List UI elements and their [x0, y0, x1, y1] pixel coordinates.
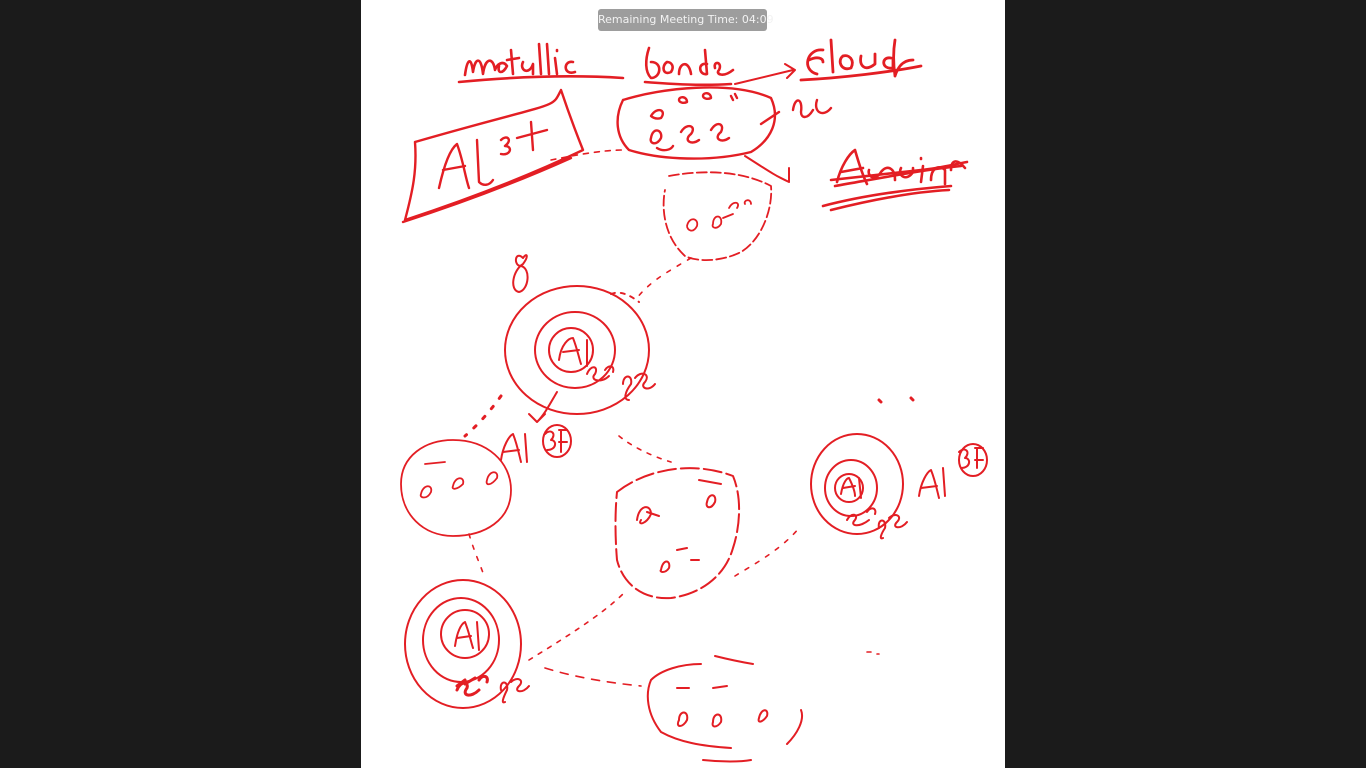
heading-cloud [799, 38, 923, 82]
remaining-meeting-time-badge: Remaining Meeting Time: 04:09 [598, 9, 774, 31]
atom-al-central [504, 285, 656, 415]
top-electron-cloud [550, 86, 833, 161]
number-eight [512, 254, 529, 293]
al3-plus-box [401, 88, 585, 224]
heading-metallic-bonds [457, 42, 735, 87]
middle-electron-cloud [614, 435, 741, 600]
atom-al-bottom [404, 579, 530, 709]
left-electron-cloud [400, 439, 512, 537]
arrow-to-anion [744, 155, 790, 183]
atom-al-right [810, 396, 915, 540]
bottom-electron-cloud [646, 655, 803, 763]
arrow-to-al3 [528, 391, 558, 423]
upper-electron-cloud [662, 171, 773, 261]
al3-label-left [500, 424, 572, 463]
struck-anion [821, 148, 969, 212]
handwritten-drawing [400, 38, 988, 763]
arrow-to-cloud [734, 63, 796, 85]
al3-label-right [918, 443, 988, 499]
